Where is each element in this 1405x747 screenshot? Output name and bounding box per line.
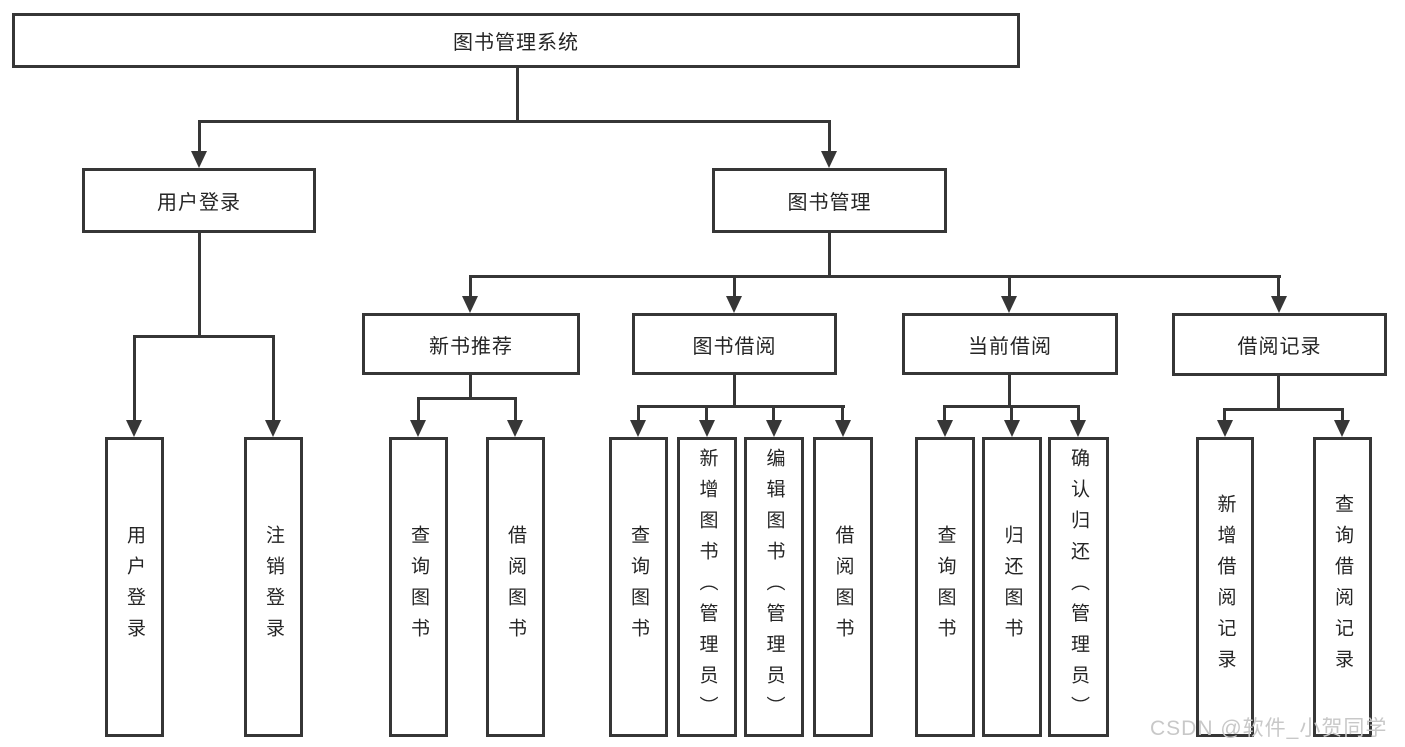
leaf-borrow-books-recommend: 借阅图书 [486,437,545,737]
leaf-label: 借阅图书 [832,525,854,649]
leaf-query-borrow-record: 查询借阅记录 [1313,437,1372,737]
connector-vline [272,335,275,422]
leaf-label: 确认归还（管理员） [1068,447,1089,727]
leaf-query-books-borrowing: 查询图书 [609,437,668,737]
connector-vline [198,233,201,335]
arrowhead-down-icon [937,420,953,437]
connector-vline [516,68,519,120]
leaf-label: 查询图书 [628,525,649,649]
connector-vline [943,405,946,422]
leaf-borrow-books-borrowing: 借阅图书 [813,437,873,737]
leaf-logout: 注销登录 [244,437,303,737]
arrowhead-down-icon [462,296,478,313]
arrowhead-down-icon [630,420,646,437]
node-label: 图书借阅 [692,335,777,358]
connector-vline [469,375,472,397]
node-library-management-system: 图书管理系统 [12,13,1020,68]
arrowhead-down-icon [507,420,523,437]
leaf-label: 查询图书 [408,525,429,649]
arrowhead-down-icon [126,420,142,437]
connector-vline [469,275,472,298]
connector-vline [514,397,517,422]
node-label: 借阅记录 [1237,336,1322,358]
arrowhead-down-icon [699,420,715,437]
connector-vline [417,397,420,422]
connector-vline [828,233,831,275]
node-book-borrowing: 图书借阅 [632,313,837,375]
leaf-add-borrow-record: 新增借阅记录 [1196,437,1254,737]
leaf-label: 查询借阅记录 [1332,494,1353,680]
node-new-book-recommend: 新书推荐 [362,313,580,375]
arrowhead-down-icon [410,420,426,437]
leaf-return-books: 归还图书 [982,437,1042,737]
arrowhead-down-icon [191,151,207,168]
connector-vline [1010,405,1013,422]
leaf-edit-book-admin: 编辑图书（管理员） [744,437,804,737]
connector-vline [841,405,844,422]
leaf-label: 注销登录 [263,525,284,649]
arrowhead-down-icon [726,296,742,313]
connector-hline [417,397,517,400]
arrowhead-down-icon [1334,420,1350,437]
connector-vline [828,120,831,153]
node-label: 图书管理 [787,192,872,214]
leaf-label: 编辑图书（管理员） [763,447,785,727]
node-label: 图书管理系统 [453,32,579,54]
connector-vline [637,405,640,422]
arrowhead-down-icon [1217,420,1233,437]
node-current-borrowing: 当前借阅 [902,313,1118,375]
connector-vline [1277,275,1280,298]
connector-vline [772,405,775,422]
arrowhead-down-icon [1271,296,1287,313]
connector-vline [1008,375,1011,405]
node-borrowing-records: 借阅记录 [1172,313,1387,376]
connector-vline [198,120,201,153]
leaf-label: 用户登录 [124,525,145,649]
leaf-label: 查询图书 [934,525,956,649]
connector-vline [1277,376,1280,408]
node-user-login: 用户登录 [82,168,316,233]
connector-hline [1223,408,1344,411]
arrowhead-down-icon [766,420,782,437]
leaf-query-books-recommend: 查询图书 [389,437,448,737]
leaf-query-books-current: 查询图书 [915,437,975,737]
arrowhead-down-icon [1004,420,1020,437]
leaf-label: 归还图书 [1001,525,1023,649]
leaf-label: 新增借阅记录 [1214,494,1236,680]
connector-vline [733,275,736,298]
node-book-management: 图书管理 [712,168,947,233]
arrowhead-down-icon [265,420,281,437]
connector-hline [133,335,275,338]
connector-vline [705,405,708,422]
leaf-user-login: 用户登录 [105,437,164,737]
arrowhead-down-icon [821,151,837,168]
node-label: 用户登录 [157,192,241,214]
connector-vline [1077,405,1080,422]
connector-vline [733,375,736,405]
connector-hline [637,405,845,408]
leaf-label: 借阅图书 [505,525,526,649]
connector-vline [1223,408,1226,422]
watermark-text: CSDN @软件_小贺同学 [1150,717,1388,740]
connector-hline [469,275,1281,278]
leaf-label: 新增图书（管理员） [696,447,718,727]
connector-vline [133,335,136,422]
leaf-confirm-return-admin: 确认归还（管理员） [1048,437,1109,737]
arrowhead-down-icon [1070,420,1086,437]
connector-vline [1008,275,1011,298]
connector-hline [198,120,831,123]
node-label: 当前借阅 [968,335,1052,358]
leaf-add-book-admin: 新增图书（管理员） [677,437,737,737]
arrowhead-down-icon [835,420,851,437]
connector-vline [1341,408,1344,422]
arrowhead-down-icon [1001,296,1017,313]
node-label: 新书推荐 [429,335,513,358]
